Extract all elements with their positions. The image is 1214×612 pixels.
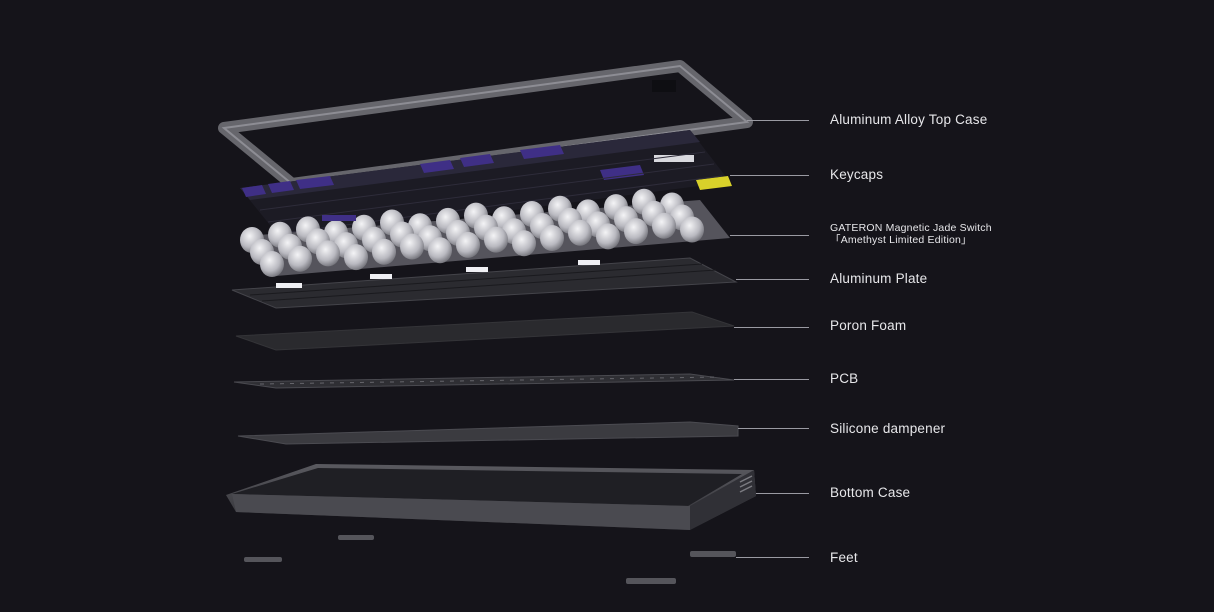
switch-36	[372, 238, 396, 265]
leader-line-top-case	[747, 120, 809, 121]
switch-43	[568, 219, 592, 246]
leader-line-dampener	[738, 428, 809, 429]
switch-cluster	[240, 188, 704, 277]
label-keycaps: Keycaps	[830, 167, 884, 182]
leader-line-bottom-case	[756, 493, 809, 494]
label-top-case: Aluminum Alloy Top Case	[830, 112, 988, 127]
label-switches-line2: 「Amethyst Limited Edition」	[830, 234, 972, 246]
feet-layer	[244, 535, 736, 584]
switch-37	[400, 233, 424, 260]
switch-46	[652, 212, 676, 239]
switch-34	[316, 240, 340, 267]
silicone-dampener-layer	[237, 421, 739, 445]
switches-layer	[240, 188, 730, 277]
switch-32	[260, 251, 284, 277]
keycaps-layer	[240, 130, 732, 240]
label-foam: Poron Foam	[830, 318, 907, 333]
label-plate: Aluminum Plate	[830, 271, 928, 286]
leader-line-feet	[736, 557, 809, 558]
switch-42	[540, 225, 564, 251]
switch-44	[596, 223, 620, 250]
switch-38	[428, 237, 452, 264]
switch-33	[288, 245, 312, 272]
bottom-case-layer	[226, 464, 756, 530]
switch-47	[680, 216, 704, 243]
switch-35	[344, 244, 368, 271]
aluminum-plate-layer	[231, 257, 738, 309]
switch-39	[456, 231, 480, 258]
leader-line-pcb	[734, 379, 809, 380]
poron-foam-layer	[235, 311, 735, 351]
label-bottom-case: Bottom Case	[830, 485, 911, 500]
switch-45	[624, 218, 648, 245]
label-dampener: Silicone dampener	[830, 421, 946, 436]
switch-41	[512, 230, 536, 257]
switch-40	[484, 226, 508, 253]
pcb-layer	[233, 373, 735, 389]
leader-line-switches	[730, 235, 809, 236]
leader-line-keycaps	[730, 175, 809, 176]
top-case-layer	[218, 60, 753, 190]
label-pcb: PCB	[830, 371, 859, 386]
label-feet: Feet	[830, 550, 858, 565]
leader-line-plate	[736, 279, 809, 280]
leader-line-foam	[734, 327, 809, 328]
label-switches: GATERON Magnetic Jade Switch 「Amethyst L…	[830, 222, 992, 246]
label-switches-line1: GATERON Magnetic Jade Switch	[830, 222, 992, 234]
